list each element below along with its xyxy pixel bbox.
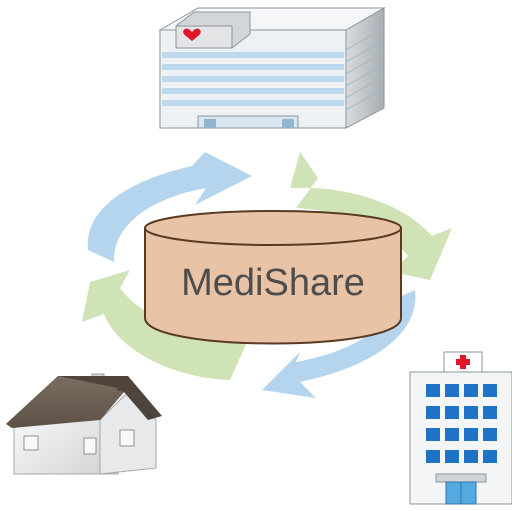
medishare-database	[144, 210, 402, 345]
hospital-icon	[409, 351, 512, 505]
arrow-blue-bottom-right	[262, 290, 416, 398]
arrow-blue-top-left	[87, 152, 252, 262]
arrow-green-top-right	[290, 152, 452, 280]
database-label: MediShare	[181, 262, 365, 304]
office-building-icon	[158, 7, 386, 129]
house-icon	[6, 373, 162, 475]
hospital-windows	[426, 384, 497, 463]
